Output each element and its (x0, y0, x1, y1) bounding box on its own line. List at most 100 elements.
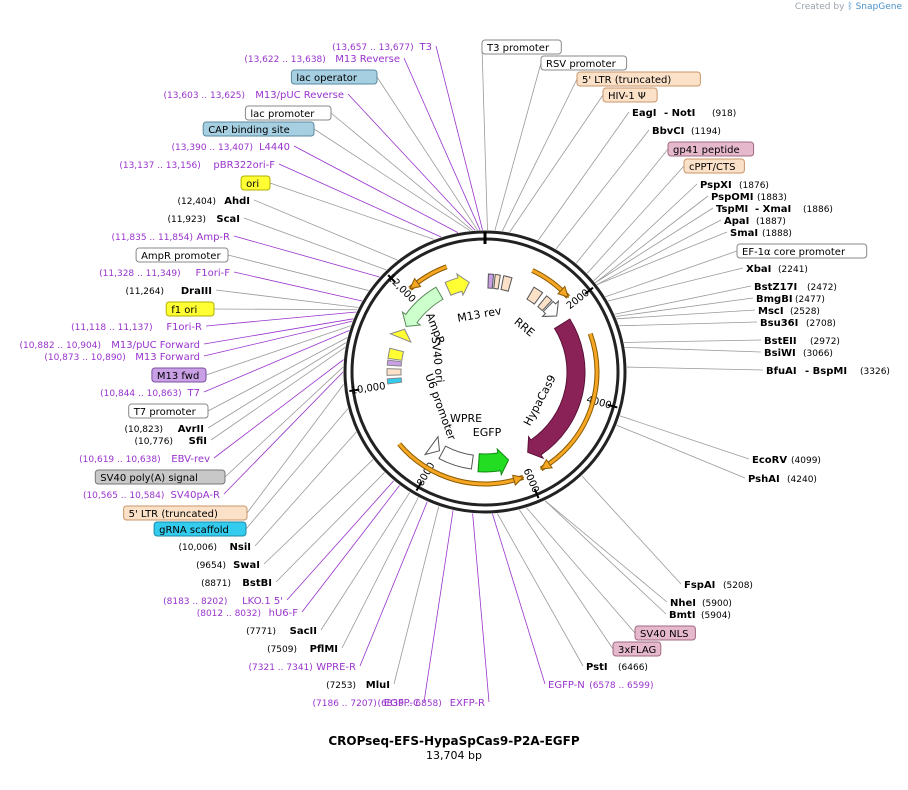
site-position: (10,823) (124, 425, 163, 435)
site-position: (2528) (790, 307, 820, 317)
site-position: (12,404) (177, 197, 216, 207)
site-name: L4440 (259, 142, 290, 153)
label-text: AmpR promoter (141, 251, 221, 262)
feature-label-sv40-poly-a-signal: SV40 poly(A) signal (94, 469, 226, 485)
site-name: hU6-F (269, 608, 299, 619)
map-feature-sv40-ori: SV40 ori (429, 336, 447, 383)
sv40-ori-block (387, 347, 405, 361)
label-box (151, 367, 207, 383)
site-position: (5208) (723, 581, 753, 591)
site-name: BbvCI (652, 126, 684, 137)
enzyme-site-avrii: AvrII (10,823) (124, 424, 204, 435)
map-feature-rre: RRE (512, 315, 537, 339)
site-name: M13 Forward (135, 352, 200, 363)
site-name: FspAI (684, 580, 715, 591)
feature-label-gp41-peptide: gp41 peptide (667, 141, 755, 157)
primer-site-l4440: L4440(13,390 .. 13,407) (172, 142, 290, 153)
site-position: (1876) (739, 181, 769, 191)
enzyme-site-scai: ScaI(11,923) (167, 214, 240, 225)
map-feature-ampr: AmpR (423, 311, 447, 347)
plasmid-name: CROPseq-EFS-HypaSpCas9-P2A-EGFP (328, 734, 580, 748)
enzyme-site-pspomi: PspOMI(1883) (711, 192, 787, 203)
map-feature-egfp: EGFP (473, 426, 502, 439)
site-name: PshAI (748, 474, 780, 485)
site-name: BmgBI (756, 294, 793, 305)
site-name: M13 Reverse (335, 54, 400, 65)
site-position: (6839 .. 6858) (378, 699, 442, 709)
tick-label: 10,000 (350, 381, 386, 397)
feature-label-lac-promoter: lac promoter (244, 105, 332, 121)
label-text: M13 fwd (157, 371, 199, 382)
site-name: EagI (632, 108, 656, 119)
enzyme-site-bsu36i: Bsu36I(2708) (760, 318, 836, 329)
enzyme-site-bmgbi: BmgBI(2477) (756, 294, 825, 305)
primer-site-f1ori-f: F1ori-F(11,328 .. 11,349) (99, 268, 230, 279)
tick-mark (415, 481, 423, 492)
snapgene-logo-icon: ᛒ (847, 2, 853, 12)
site-name: AvrII (178, 424, 204, 435)
enzyme-site-smai: SmaI(1888) (730, 228, 792, 239)
feature-label-ampr-promoter: AmpR promoter (135, 247, 229, 263)
label-box (612, 641, 662, 657)
site-position: (7253) (326, 681, 356, 691)
tick-label: 6000 (521, 467, 541, 495)
feature-label-cap-binding-site: CAP binding site (202, 121, 315, 137)
enzyme-site-sacii: SacII(7771) (246, 626, 317, 637)
tick-mark (533, 488, 540, 499)
primer-site-m13-forward: M13 Forward(10,873 .. 10,890) (44, 352, 200, 363)
primer-site-sv40pa-r: SV40pA-R(10,565 .. 10,584) (83, 490, 220, 501)
site-position: (13,603 .. 13,625) (164, 91, 245, 101)
label-text: lac promoter (250, 109, 315, 120)
enzyme-site-bmti: BmtI(5904) (669, 610, 731, 621)
site-name: XbaI (746, 264, 771, 275)
site-position: (1886) (803, 205, 833, 215)
ltr3-block (386, 368, 402, 376)
site-position: (13,657 .. 13,677) (332, 43, 413, 53)
label-text: ori (246, 179, 259, 190)
f1-ori-arrow (388, 328, 412, 343)
site-position: (10,776) (134, 437, 173, 447)
site-name: Amp-R (197, 232, 231, 243)
enzyme-site-bsiwi: BsiWI(3066) (764, 348, 833, 359)
feature-label-t3-promoter: T3 promoter (481, 39, 562, 55)
site-position: (8183 .. 8202) (163, 597, 227, 607)
enzyme-site-ecorv: EcoRV(4099) (752, 455, 821, 466)
label-text: 5' LTR (truncated) (582, 75, 671, 86)
label-box (576, 71, 701, 87)
orf-arrow-1 (531, 268, 571, 299)
enzyme-site-pflmi: PflMI(7509) (267, 644, 338, 655)
ori-arrow (444, 272, 470, 297)
enzyme-site-psti: PstI(6466) (586, 662, 648, 673)
feature-label-5-ltr-truncated: 5' LTR (truncated) (123, 505, 248, 521)
feature-label-5-ltr-truncated: 5' LTR (truncated) (576, 71, 701, 87)
label-text: f1 ori (171, 305, 197, 316)
enzyme-site-bstz17i: BstZ17I(2472) (754, 282, 837, 293)
enzyme-site-tspmi-xmai: TspMI- XmaI(1886) (716, 204, 833, 215)
site-position: (6466) (618, 663, 648, 673)
primer-site-t7: T7(10,844 .. 10,863) (100, 388, 200, 399)
m13-fwd-block (386, 359, 403, 367)
site-position: (2241) (778, 265, 808, 275)
primer-site-f1ori-r: F1ori-R(11,118 .. 11,137) (71, 322, 202, 333)
enzyme-site-pshai: PshAI(4240) (748, 474, 817, 485)
feature-label-hiv-1: HIV-1 Ψ (602, 87, 658, 103)
label-text: 5' LTR (truncated) (129, 509, 218, 520)
site-name: EXFP-R (450, 698, 485, 709)
label-box (165, 301, 215, 317)
enzyme-site-fspai: FspAI (5208) (684, 580, 753, 591)
site-position: (2708) (806, 319, 836, 329)
site-name: BstBI (242, 578, 272, 589)
site-name: SfiI (189, 436, 207, 447)
feature-label-m13-fwd: M13 fwd (151, 367, 207, 383)
label-text: SV40 NLS (640, 629, 689, 640)
enzyme-site-bfuai-bspmi: BfuAI- BspMI(3326) (766, 366, 890, 377)
orf-arrow-3 (397, 442, 525, 487)
map-feature-m13-rev: M13 rev (456, 304, 503, 325)
enzyme-site-pspxi: PspXI(1876) (700, 180, 769, 191)
site-position: (2972) (810, 337, 840, 347)
ltr-block (493, 273, 501, 290)
label-box (481, 39, 562, 55)
label-text: EF-1α core promoter (742, 247, 846, 258)
site-name: NheI (670, 598, 696, 609)
